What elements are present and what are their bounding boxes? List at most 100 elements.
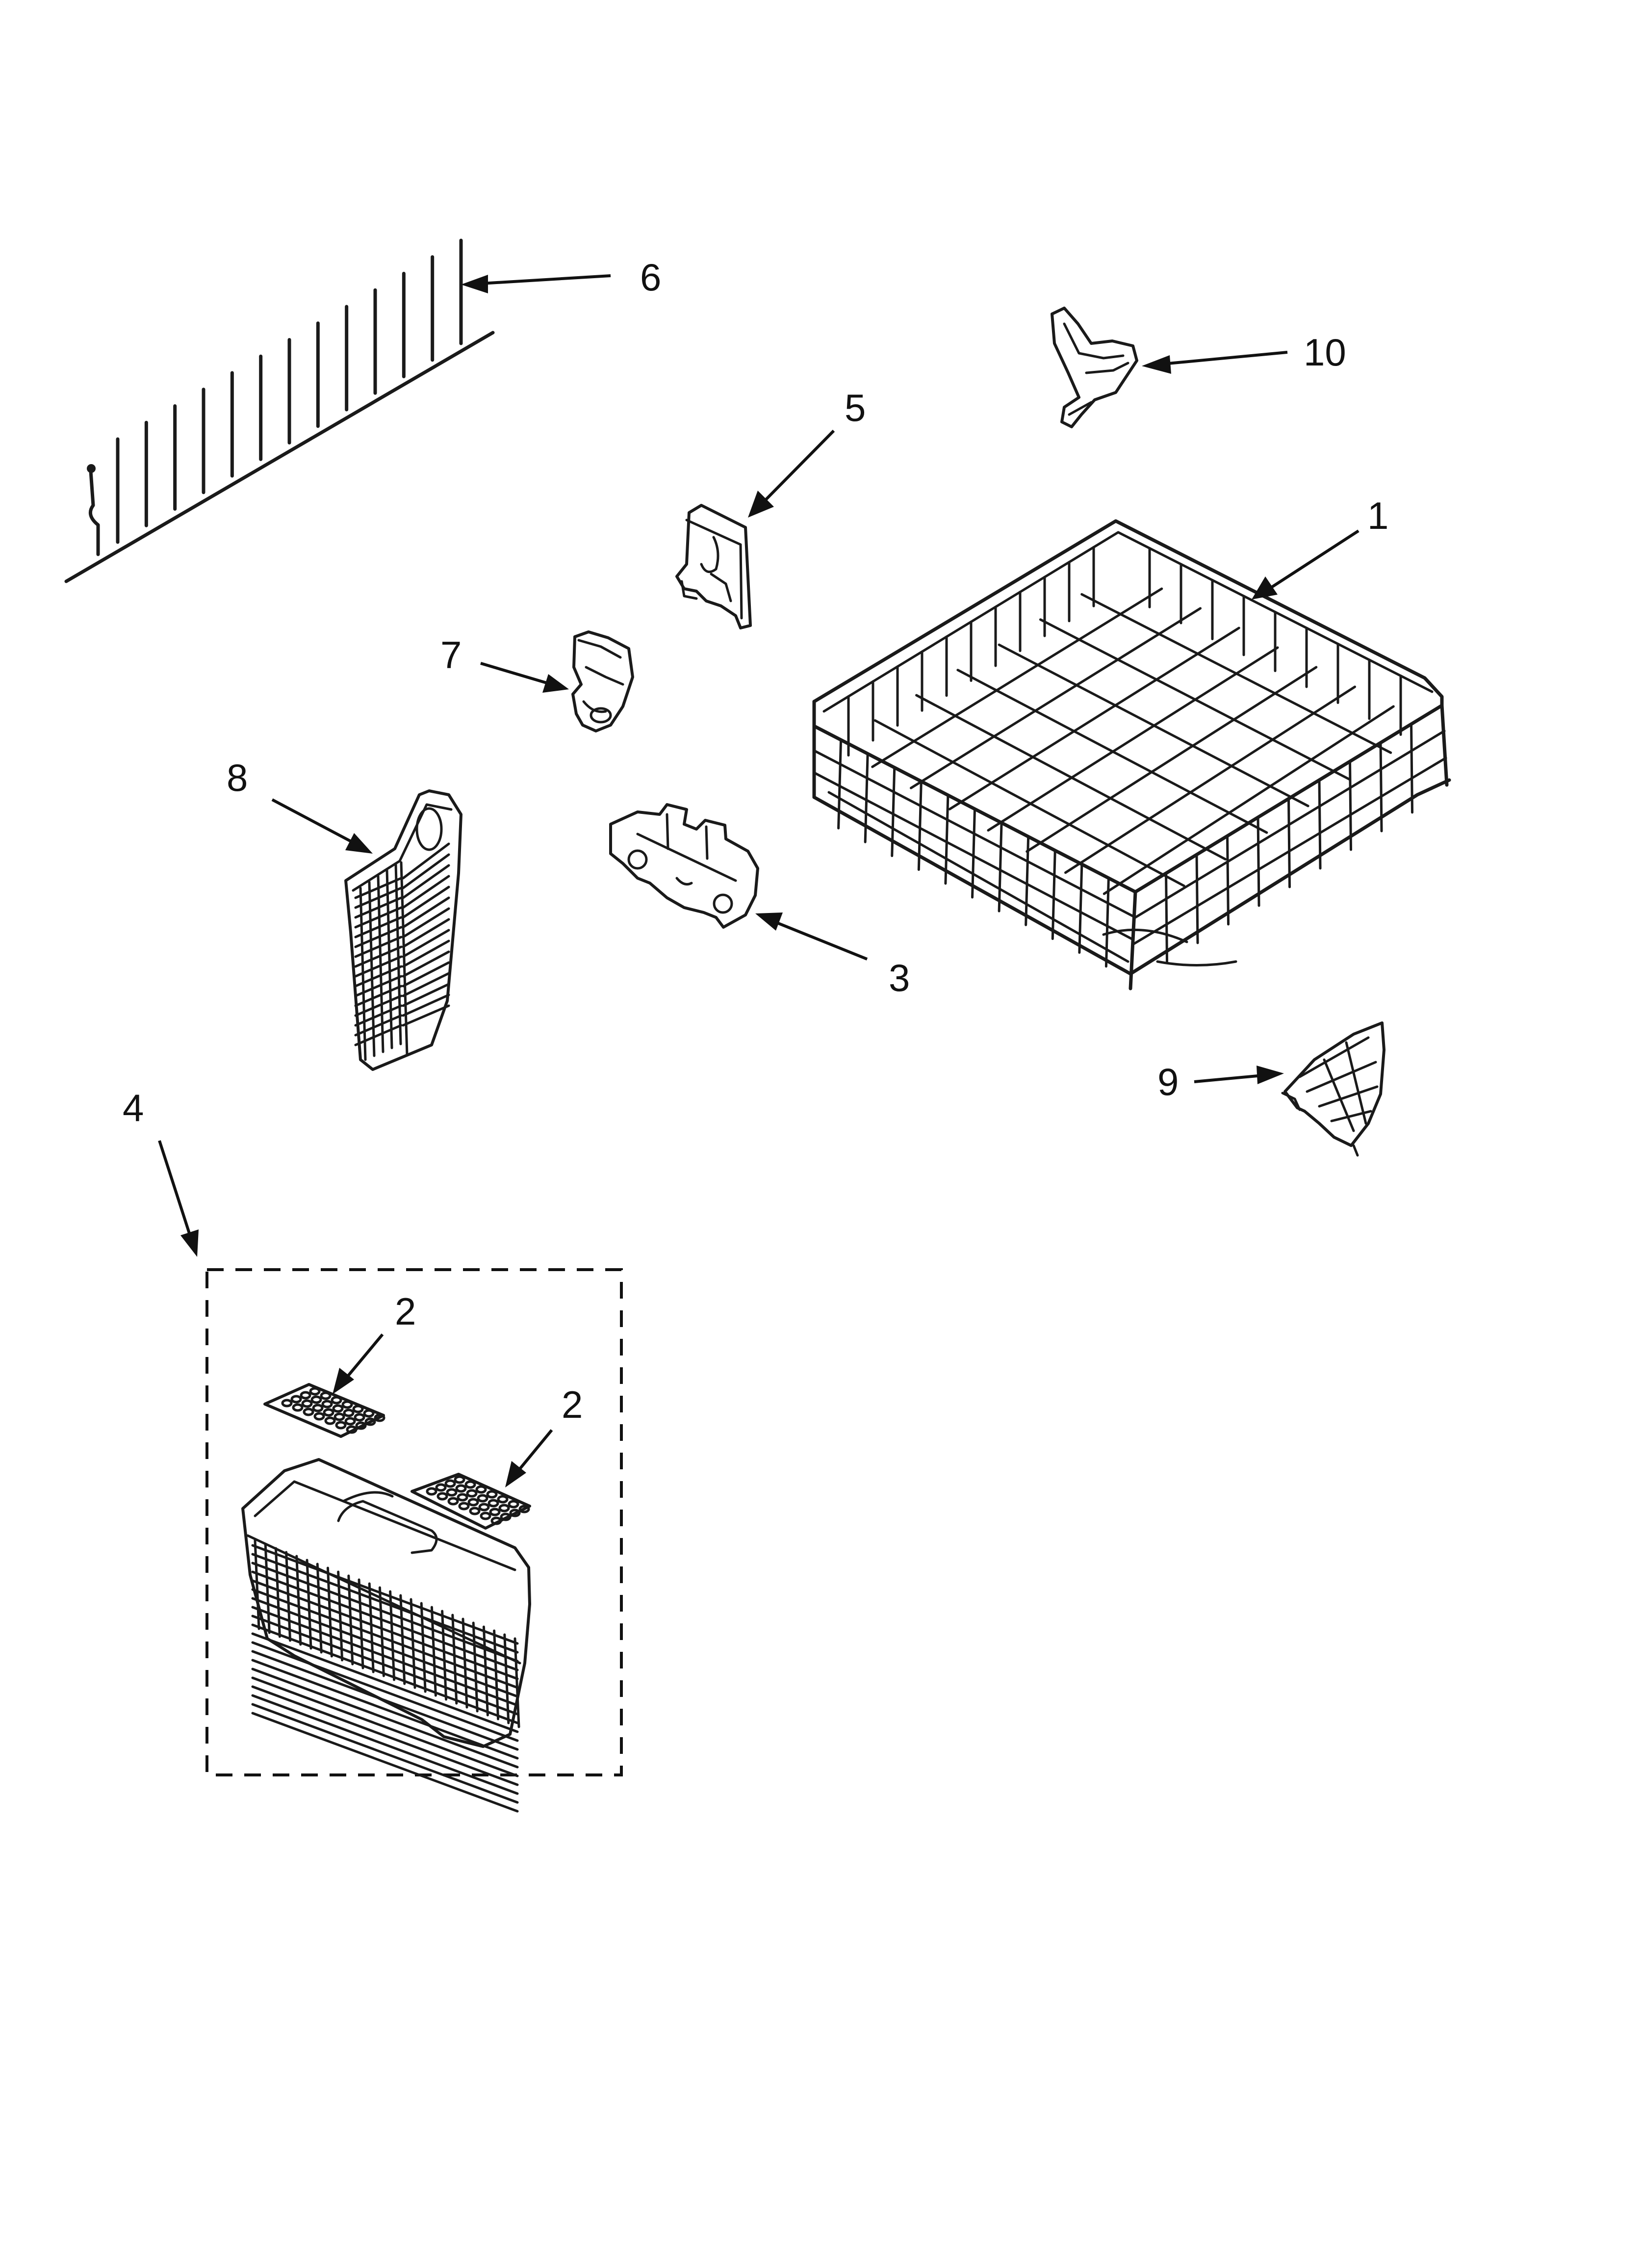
wire-line [451,1614,458,1705]
wire-line [430,1606,437,1697]
wire-line [402,961,450,988]
wire-line [402,864,450,899]
wire-line [251,1615,519,1716]
tine-row-icon [64,238,495,583]
lid-hole [455,1484,467,1493]
wire-line [813,771,1134,941]
wire-line [971,808,976,899]
rack-bumper-icon [1281,1021,1385,1157]
assembly-box [205,1268,623,1776]
wire-line [402,993,450,1017]
wire-line [368,1582,375,1673]
callout-4: 4 [123,1086,144,1129]
wire-line [1104,877,1110,968]
lid-hole [508,1500,519,1509]
wire-line [462,1617,468,1709]
lid-hole [323,1408,334,1417]
lid-hole [292,1403,304,1412]
wire-line [1064,685,1356,874]
lid-hole [355,1421,367,1430]
lid-hole [301,1399,313,1408]
lid-hole [498,1504,510,1512]
lid-hole [343,1408,355,1417]
wire-line [503,1633,510,1724]
callout-labels: 6 10 5 1 7 8 3 9 4 2 2 [123,256,1388,1426]
wire-line [402,918,450,948]
wire-line [1078,863,1083,954]
wire-line [251,1641,519,1742]
wire-line [944,794,949,885]
lid-hole [518,1505,530,1513]
lid-hole [374,1413,385,1422]
wire-line [1257,816,1260,907]
wire-line [482,1625,489,1717]
lid-hole [335,1421,347,1430]
wire-line [420,1602,427,1693]
wire-line [402,896,450,929]
wire-line [1134,730,1446,919]
wire-line [998,821,1003,912]
rack-stop-icon [1051,307,1138,428]
lid-hole [363,1409,375,1418]
wire-line [402,853,450,889]
wire-line [326,1566,333,1658]
wire-line [274,1547,281,1638]
wire-line [402,950,450,978]
lid-hole [310,1395,322,1404]
wire-line [402,1004,450,1027]
wire-line [402,983,450,1007]
wire-line [251,1650,519,1751]
lid-hole [290,1395,302,1404]
lid-hole [435,1483,447,1492]
lid-hole [487,1499,499,1508]
callout-10: 10 [1304,331,1346,374]
callout-3: 3 [889,956,910,999]
wire-line [1195,853,1199,944]
wire-line [337,1570,344,1662]
wire-line [493,1629,500,1721]
callout-6: 6 [640,256,661,299]
wire-line [987,646,1279,832]
lid-hole [364,1417,376,1426]
wire-line [871,587,1163,768]
lid-hole [478,1503,490,1512]
wire-line [254,1539,260,1630]
utensil-basket-icon [344,789,462,1071]
callout-5: 5 [845,386,866,429]
lid-hole [354,1413,365,1422]
wire-line [956,669,1268,834]
wire-line [410,1598,416,1689]
wire-line [251,1659,519,1760]
lid-hole [324,1416,336,1425]
callout-7: 7 [440,633,462,677]
wire-line [472,1621,479,1713]
wire-line [251,1597,519,1698]
lid-hole [426,1487,437,1496]
lid-hole [469,1507,481,1515]
lid-hole [457,1493,468,1502]
wire-line [354,1024,403,1046]
wire-line [316,1563,323,1654]
wire-line [251,1703,519,1804]
lid-hole [313,1412,325,1421]
wire-line [813,749,1137,919]
lid-hole [309,1387,321,1396]
wire-line [948,626,1240,810]
wire-line [873,719,1185,887]
wire-line [1287,797,1291,888]
wire-line [891,766,896,857]
wire-line [251,1570,519,1671]
wire-line [1039,618,1351,781]
wire-line [441,1610,448,1701]
wire-line [402,842,450,880]
basket-lid-icon [263,1383,385,1438]
lid-hole [477,1494,488,1503]
wire-line [377,875,385,1053]
lid-hole [447,1497,459,1506]
callout-9: 9 [1157,1060,1179,1103]
lid-hole [334,1412,345,1421]
lid-hole [300,1391,311,1400]
wire-line [402,886,450,919]
wire-line [251,1676,519,1777]
